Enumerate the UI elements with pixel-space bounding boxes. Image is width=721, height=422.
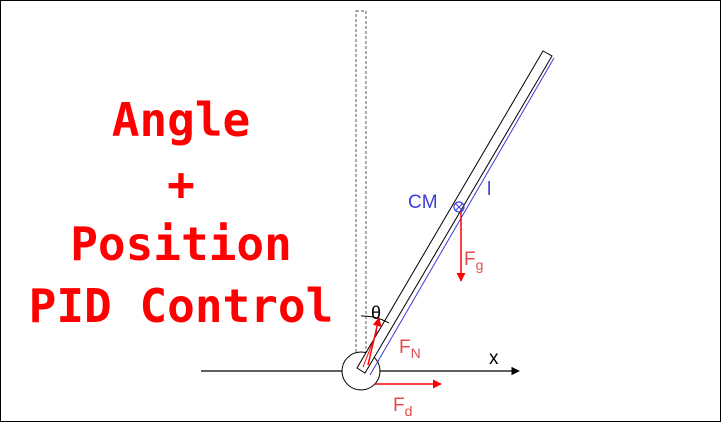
normal-force-label-base: F [399, 337, 411, 358]
normal-force-arrow [367, 317, 382, 366]
gravity-force-label-base: F [464, 249, 476, 270]
upright-reference-rod [355, 10, 367, 370]
cm-label: CM [408, 192, 438, 213]
title-line-pid-control: PID Control [28, 279, 334, 333]
title-line-plus: + [167, 157, 195, 211]
x-axis-label: x [489, 348, 499, 369]
center-of-mass-marker [453, 201, 465, 213]
title-line-angle: Angle [111, 93, 251, 147]
title-line-position: Position [70, 217, 292, 271]
pendulum-rod [356, 50, 553, 374]
length-label: l [487, 179, 491, 200]
gravity-force-label-sub: g [476, 257, 484, 273]
drive-force-label-sub: d [405, 403, 413, 419]
drive-force-label-base: F [393, 395, 405, 416]
normal-force-arrow-inner [362, 330, 378, 368]
normal-force-label-sub: N [411, 345, 421, 361]
rod-length-line [369, 57, 555, 376]
normal-force-label: FN [399, 337, 421, 361]
theta-label: θ [371, 303, 381, 323]
gravity-force-label: Fg [464, 249, 483, 273]
drive-force-label: Fd [393, 395, 412, 419]
